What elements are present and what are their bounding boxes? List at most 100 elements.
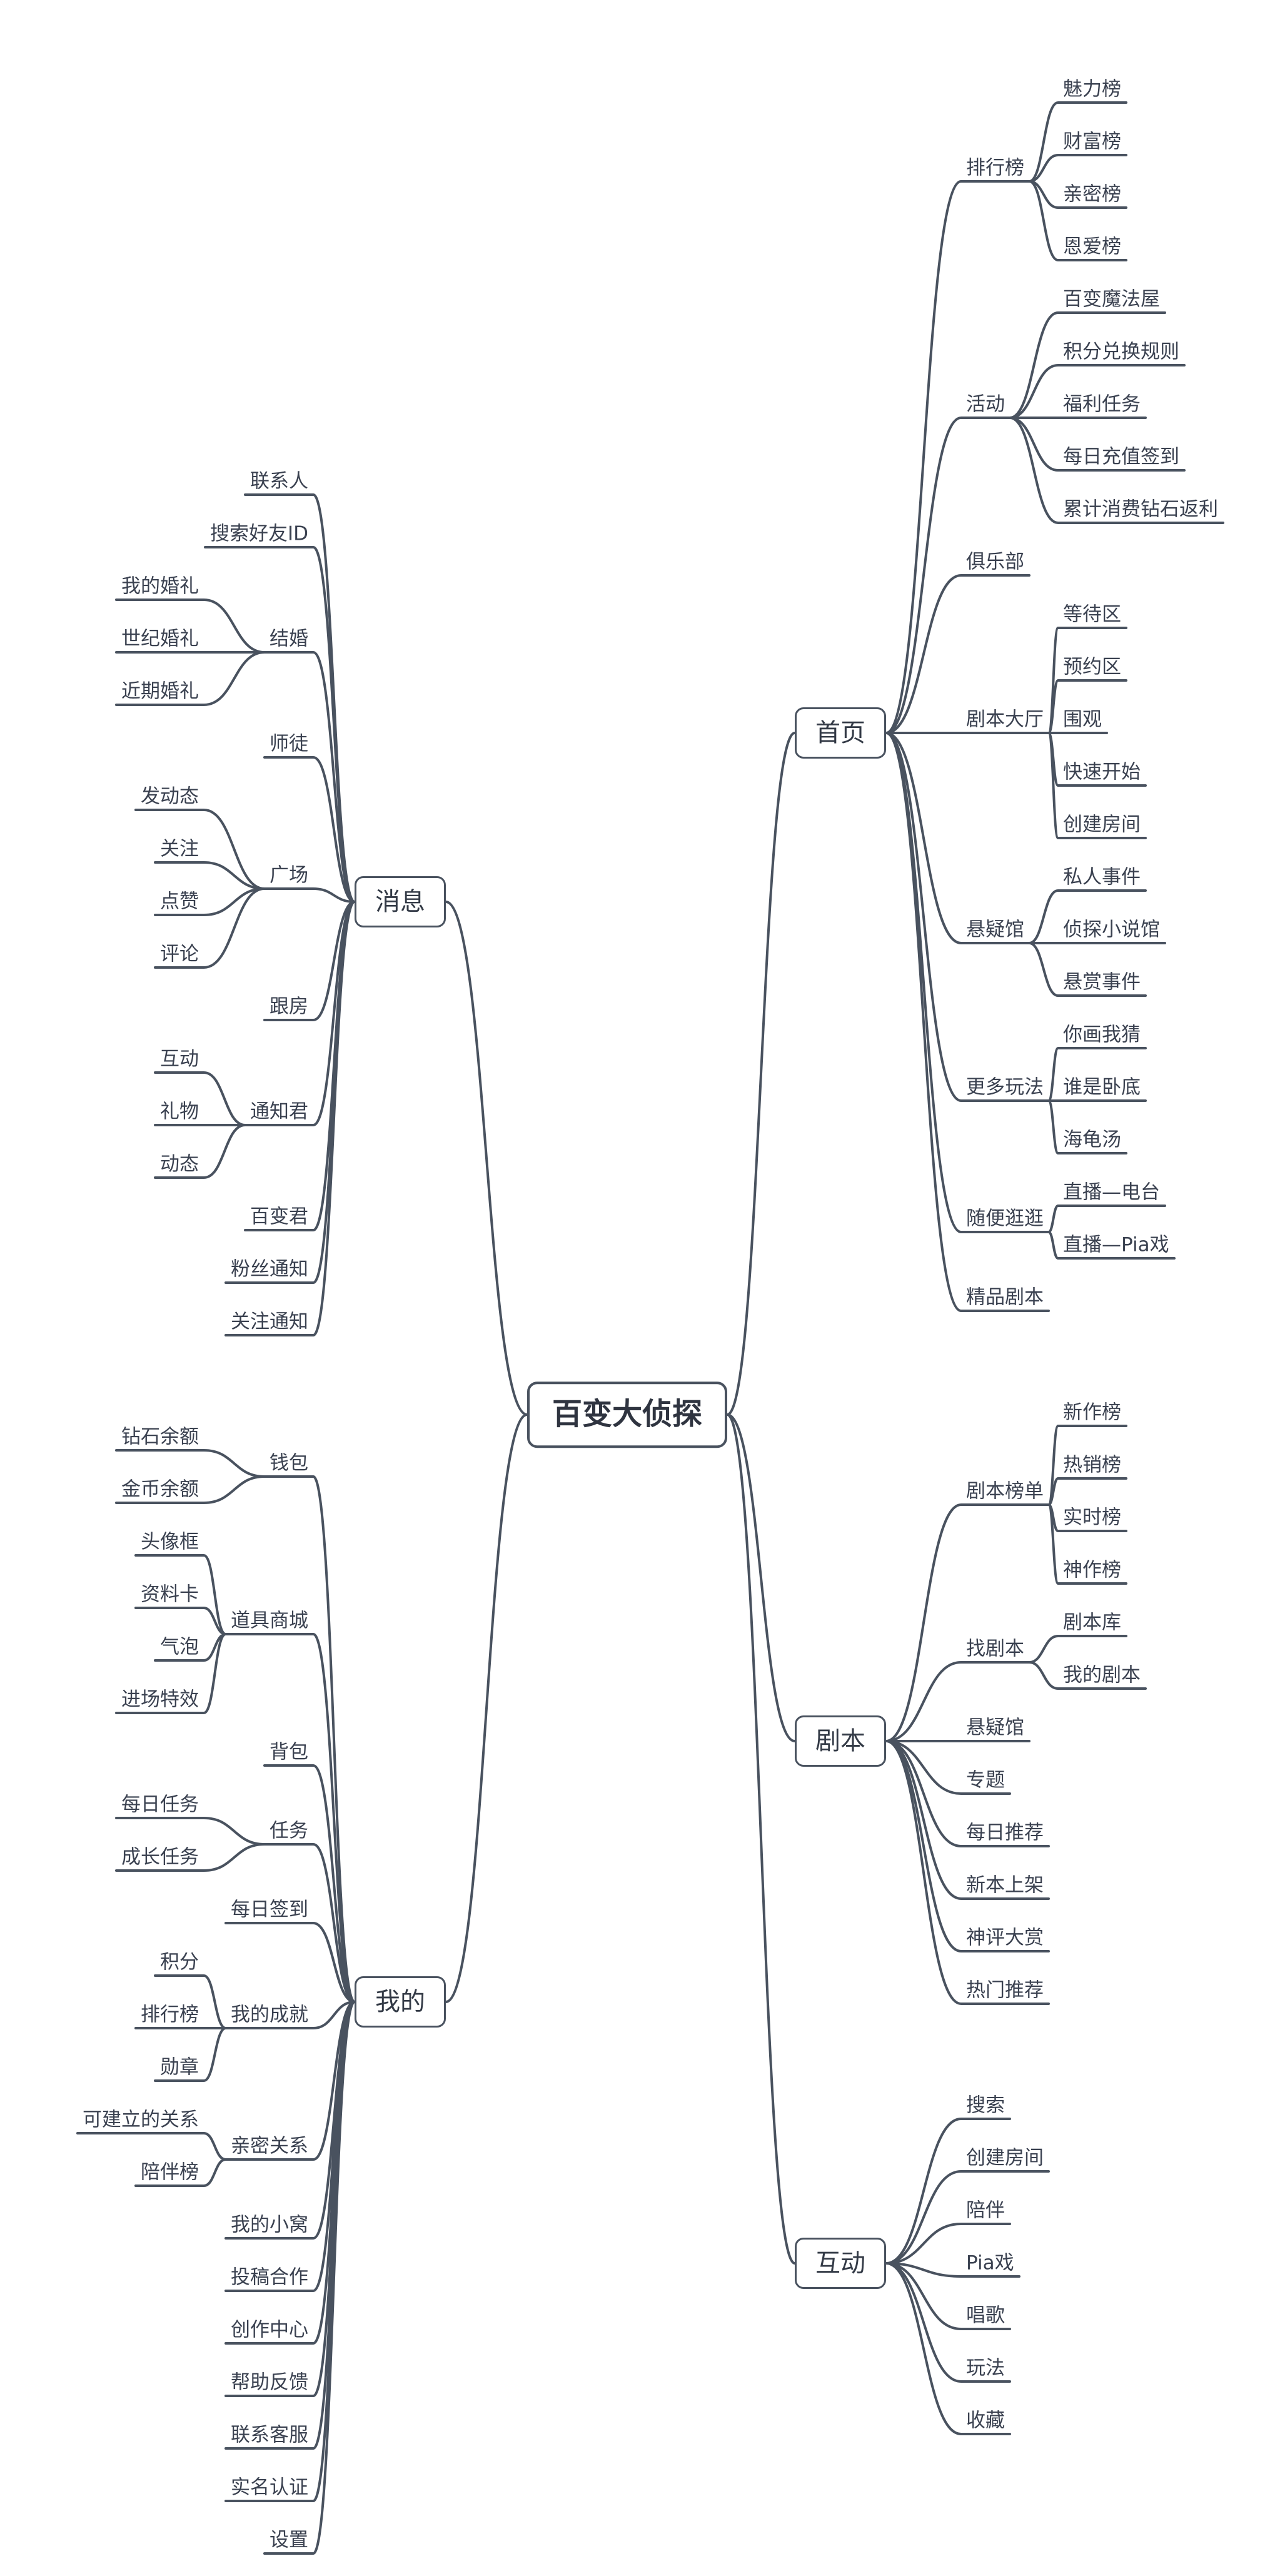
mindmap-node[interactable]: 新本上架	[966, 1874, 1044, 1897]
mindmap-node[interactable]: 我的婚礼	[121, 575, 199, 598]
mindmap-node[interactable]: 直播—电台	[1063, 1181, 1160, 1204]
mindmap-branch-node[interactable]: 消息	[355, 876, 446, 927]
mindmap-node[interactable]: 玩法	[966, 2356, 1005, 2380]
mindmap-node[interactable]: 悬疑馆	[966, 1716, 1024, 1739]
mindmap-node[interactable]: 背包	[270, 1740, 308, 1764]
mindmap-node[interactable]: 可建立的关系	[83, 2108, 199, 2131]
mindmap-node[interactable]: 新作榜	[1063, 1401, 1121, 1424]
mindmap-node[interactable]: 成长任务	[121, 1846, 199, 1869]
mindmap-node[interactable]: 唱歌	[966, 2304, 1005, 2327]
mindmap-node[interactable]: 互动	[160, 1048, 199, 1071]
mindmap-node[interactable]: 剧本大厅	[966, 708, 1044, 731]
mindmap-node[interactable]: 勋章	[160, 2056, 199, 2079]
mindmap-node[interactable]: 悬疑馆	[966, 918, 1024, 941]
mindmap-node[interactable]: 世纪婚礼	[121, 627, 199, 650]
mindmap-node[interactable]: 关注通知	[231, 1310, 308, 1333]
mindmap-node[interactable]: 师徒	[270, 732, 308, 755]
mindmap-node[interactable]: 俱乐部	[966, 550, 1024, 573]
mindmap-node[interactable]: 头像框	[141, 1530, 199, 1553]
mindmap-node[interactable]: 快速开始	[1063, 760, 1141, 784]
mindmap-branch-node[interactable]: 互动	[795, 2238, 886, 2289]
mindmap-node[interactable]: 专题	[966, 1769, 1005, 1792]
mindmap-node[interactable]: 累计消费钻石返利	[1063, 498, 1218, 521]
mindmap-node[interactable]: 百变魔法屋	[1063, 288, 1160, 311]
mindmap-node[interactable]: 我的小窝	[231, 2213, 308, 2236]
mindmap-node[interactable]: 我的剧本	[1063, 1664, 1141, 1687]
mindmap-branch-node[interactable]: 我的	[355, 1976, 446, 2028]
mindmap-node[interactable]: 精品剧本	[966, 1286, 1044, 1309]
mindmap-node[interactable]: 结婚	[270, 627, 308, 650]
mindmap-node[interactable]: 剧本库	[1063, 1611, 1121, 1634]
mindmap-node[interactable]: 搜索	[966, 2094, 1005, 2117]
mindmap-root-node[interactable]: 百变大侦探	[527, 1381, 728, 1448]
mindmap-node[interactable]: 任务	[270, 1819, 308, 1842]
mindmap-node[interactable]: 跟房	[270, 995, 308, 1018]
mindmap-node[interactable]: 关注	[160, 837, 199, 861]
mindmap-node[interactable]: 联系客服	[231, 2423, 308, 2447]
mindmap-node[interactable]: 积分	[160, 1951, 199, 1974]
mindmap-node[interactable]: 资料卡	[141, 1583, 199, 1606]
mindmap-node[interactable]: 魅力榜	[1063, 78, 1121, 101]
mindmap-node[interactable]: 私人事件	[1063, 866, 1141, 889]
mindmap-node[interactable]: 你画我猜	[1063, 1023, 1141, 1046]
mindmap-node[interactable]: 投稿合作	[231, 2266, 308, 2289]
mindmap-node[interactable]: 直播—Pia戏	[1063, 1233, 1169, 1256]
mindmap-node[interactable]: 神作榜	[1063, 1558, 1121, 1582]
mindmap-node[interactable]: 气泡	[160, 1635, 199, 1659]
mindmap-node[interactable]: 点赞	[160, 890, 199, 913]
mindmap-node[interactable]: Pia戏	[966, 2251, 1014, 2275]
mindmap-node[interactable]: 财富榜	[1063, 130, 1121, 153]
mindmap-node[interactable]: 每日充值签到	[1063, 445, 1179, 468]
mindmap-node[interactable]: 每日任务	[121, 1793, 199, 1816]
mindmap-node[interactable]: 更多玩法	[966, 1076, 1044, 1099]
mindmap-node[interactable]: 我的成就	[231, 2003, 308, 2026]
mindmap-node[interactable]: 预约区	[1063, 655, 1121, 679]
mindmap-node[interactable]: 福利任务	[1063, 393, 1141, 416]
mindmap-node[interactable]: 钻石余额	[121, 1425, 199, 1448]
mindmap-node[interactable]: 陪伴榜	[141, 2161, 199, 2184]
mindmap-node[interactable]: 排行榜	[141, 2003, 199, 2026]
mindmap-node[interactable]: 礼物	[160, 1100, 199, 1123]
mindmap-node[interactable]: 热门推荐	[966, 1979, 1044, 2002]
mindmap-node[interactable]: 帮助反馈	[231, 2371, 308, 2394]
mindmap-node[interactable]: 积分兑换规则	[1063, 340, 1179, 363]
mindmap-node[interactable]: 陪伴	[966, 2199, 1005, 2222]
mindmap-node[interactable]: 评论	[160, 942, 199, 966]
mindmap-node[interactable]: 排行榜	[966, 156, 1024, 179]
mindmap-node[interactable]: 剧本榜单	[966, 1480, 1044, 1503]
mindmap-node[interactable]: 围观	[1063, 708, 1102, 731]
mindmap-node[interactable]: 实时榜	[1063, 1506, 1121, 1529]
mindmap-node[interactable]: 创建房间	[966, 2146, 1044, 2169]
mindmap-node[interactable]: 谁是卧底	[1063, 1076, 1141, 1099]
mindmap-node[interactable]: 百变君	[250, 1205, 308, 1228]
mindmap-branch-node[interactable]: 剧本	[795, 1715, 886, 1767]
mindmap-node[interactable]: 粉丝通知	[231, 1258, 308, 1281]
mindmap-node[interactable]: 收藏	[966, 2409, 1005, 2432]
mindmap-node[interactable]: 随便逛逛	[966, 1207, 1044, 1230]
mindmap-node[interactable]: 搜索好友ID	[209, 522, 308, 545]
mindmap-node[interactable]: 广场	[270, 864, 308, 887]
mindmap-node[interactable]: 进场特效	[121, 1688, 199, 1711]
mindmap-node[interactable]: 活动	[966, 393, 1005, 416]
mindmap-node[interactable]: 创建房间	[1063, 813, 1141, 836]
mindmap-node[interactable]: 悬赏事件	[1063, 971, 1141, 994]
mindmap-node[interactable]: 神评大赏	[966, 1926, 1044, 1949]
mindmap-node[interactable]: 海龟汤	[1063, 1128, 1121, 1151]
mindmap-node[interactable]: 侦探小说馆	[1063, 918, 1160, 941]
mindmap-node[interactable]: 找剧本	[966, 1637, 1024, 1660]
mindmap-node[interactable]: 通知君	[250, 1100, 308, 1123]
mindmap-node[interactable]: 金币余额	[121, 1478, 199, 1501]
mindmap-node[interactable]: 近期婚礼	[121, 680, 199, 703]
mindmap-node[interactable]: 亲密榜	[1063, 183, 1121, 206]
mindmap-node[interactable]: 等待区	[1063, 603, 1121, 626]
mindmap-node[interactable]: 设置	[270, 2528, 308, 2552]
mindmap-node[interactable]: 每日推荐	[966, 1821, 1044, 1844]
mindmap-node[interactable]: 实名认证	[231, 2476, 308, 2499]
mindmap-node[interactable]: 道具商城	[231, 1609, 308, 1632]
mindmap-branch-node[interactable]: 首页	[795, 707, 886, 759]
mindmap-node[interactable]: 动态	[160, 1153, 199, 1176]
mindmap-node[interactable]: 创作中心	[231, 2318, 308, 2341]
mindmap-node[interactable]: 恩爱榜	[1063, 235, 1121, 258]
mindmap-node[interactable]: 热销榜	[1063, 1453, 1121, 1477]
mindmap-node[interactable]: 钱包	[270, 1452, 308, 1475]
